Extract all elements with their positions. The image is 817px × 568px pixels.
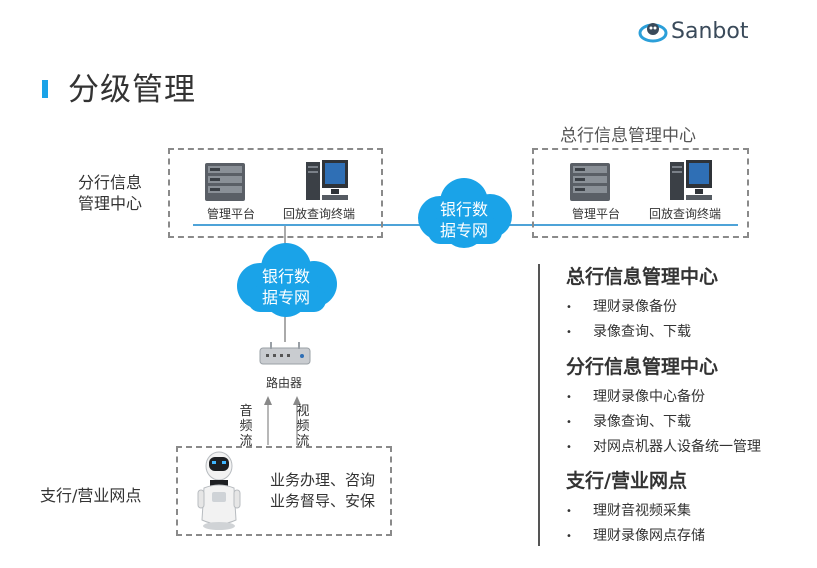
branch-center-label-line1: 分行信息 xyxy=(77,173,142,192)
lower-cloud-label-line2: 据专网 xyxy=(261,288,310,307)
robot-icon xyxy=(197,451,241,530)
list-item: • 对网点机器人设备统一管理 xyxy=(566,435,761,460)
computer-icon xyxy=(670,160,712,200)
bullet-dot-icon: • xyxy=(566,392,572,403)
bullet-dot-icon: • xyxy=(566,302,572,313)
list-item: • 录像查询、下载 xyxy=(566,320,718,345)
list-item: • 理财录像中心备份 xyxy=(566,385,761,410)
cloud-icon xyxy=(418,178,512,248)
bullet-dot-icon: • xyxy=(566,417,572,428)
branch-center-label-line2: 管理中心 xyxy=(77,194,142,213)
list-item: • 理财音视频采集 xyxy=(566,499,705,524)
list-item: • 理财录像网点存储 xyxy=(566,524,705,549)
business-line1: 业务办理、咨询 xyxy=(270,471,376,489)
list-item-text: 理财录像中心备份 xyxy=(593,389,705,405)
page-title: 分级管理 xyxy=(68,72,196,108)
section-list: • 理财音视频采集 • 理财录像网点存储 xyxy=(566,499,705,549)
list-item-text: 理财录像网点存储 xyxy=(593,528,705,544)
hq-mgmt-platform-label: 管理平台 xyxy=(572,207,621,221)
bullet-dot-icon: • xyxy=(566,327,572,338)
list-item-text: 录像查询、下载 xyxy=(593,414,691,430)
section-title: 分行信息管理中心 xyxy=(566,356,719,378)
bullet-dot-icon: • xyxy=(566,442,572,453)
list-item: • 录像查询、下载 xyxy=(566,410,761,435)
list-item-text: 理财音视频采集 xyxy=(593,503,691,519)
router-label: 路由器 xyxy=(266,376,303,390)
sanbot-logo-icon xyxy=(638,23,668,43)
sub-branch-business: 业务办理、咨询 业务督导、安保 xyxy=(270,470,375,512)
audio-stream-char: 频 xyxy=(239,419,253,434)
branch-mgmt-platform-label: 管理平台 xyxy=(207,207,256,221)
list-item-text: 录像查询、下载 xyxy=(593,324,691,340)
hq-center-label: 总行信息管理中心 xyxy=(560,126,696,146)
section-sub-branch: 支行/营业网点 • 理财音视频采集 • 理财录像网点存储 xyxy=(566,466,705,549)
top-cloud-label-line1: 银行数 xyxy=(439,200,488,219)
business-line2: 业务督导、安保 xyxy=(270,492,376,510)
top-cloud-label-line2: 据专网 xyxy=(439,221,488,240)
audio-stream-char: 音 xyxy=(239,404,253,419)
computer-icon xyxy=(306,160,348,200)
cloud-icon xyxy=(237,243,337,317)
lower-cloud-label: 银行数 据专网 xyxy=(240,266,332,308)
section-list: • 理财录像备份 • 录像查询、下载 xyxy=(566,295,718,345)
brand-logo: Sanbot xyxy=(638,14,748,48)
bullet-dot-icon: • xyxy=(566,506,572,517)
bullet-dot-icon: • xyxy=(566,531,572,542)
list-item-text: 对网点机器人设备统一管理 xyxy=(593,439,761,455)
section-title: 支行/营业网点 xyxy=(566,470,687,492)
branch-center-box xyxy=(168,148,383,238)
top-cloud-label: 银行数 据专网 xyxy=(420,199,508,241)
sub-branch-box xyxy=(176,446,392,536)
list-item-text: 理财录像备份 xyxy=(593,299,677,315)
title-accent-bar xyxy=(42,80,48,98)
hq-playback-terminal-label: 回放查询终端 xyxy=(649,207,722,221)
list-item: • 理财录像备份 xyxy=(566,295,718,320)
section-title: 总行信息管理中心 xyxy=(566,266,719,288)
video-stream-char: 频 xyxy=(296,419,310,434)
branch-center-label: 分行信息 管理中心 xyxy=(66,172,154,214)
sub-branch-label: 支行/营业网点 xyxy=(40,486,142,505)
audio-stream-char: 流 xyxy=(239,434,253,449)
section-branch: 分行信息管理中心 • 理财录像中心备份 • 录像查询、下载 • 对网点机器人设备统一管… xyxy=(566,352,761,460)
video-stream-char: 视 xyxy=(296,404,310,419)
section-divider xyxy=(538,264,540,546)
router-icon xyxy=(259,342,311,365)
lower-cloud-label-line1: 银行数 xyxy=(261,267,310,286)
audio-stream-label: 音 频 流 xyxy=(239,404,253,449)
brand-name: Sanbot xyxy=(671,18,749,44)
section-hq: 总行信息管理中心 • 理财录像备份 • 录像查询、下载 xyxy=(566,262,718,345)
section-list: • 理财录像中心备份 • 录像查询、下载 • 对网点机器人设备统一管理 xyxy=(566,385,761,460)
branch-playback-terminal-label: 回放查询终端 xyxy=(283,207,356,221)
server-icon xyxy=(205,163,245,201)
video-stream-label: 视 频 流 xyxy=(296,404,310,449)
video-stream-char: 流 xyxy=(296,434,310,449)
hq-center-box xyxy=(532,148,749,238)
server-icon xyxy=(570,163,610,201)
